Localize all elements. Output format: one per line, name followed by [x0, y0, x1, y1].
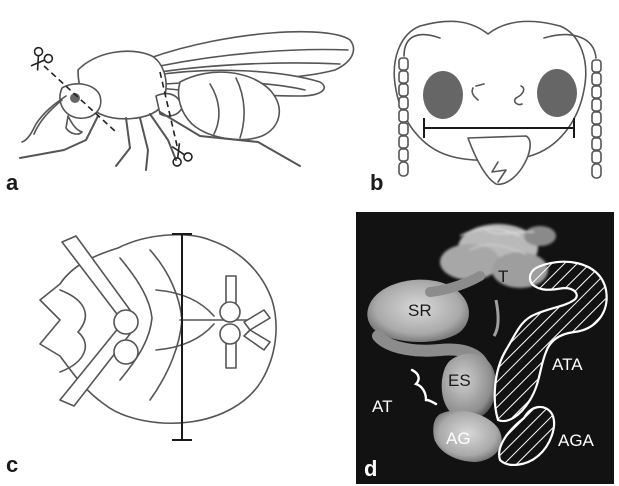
- label-SR: SR: [408, 301, 432, 320]
- right-antenna-segments: [592, 60, 601, 178]
- panel-letter-a: a: [6, 170, 19, 195]
- scissors-icon: [26, 46, 54, 74]
- label-ES: ES: [448, 371, 471, 390]
- label-ATA: ATA: [552, 355, 583, 374]
- panel-b-head-frontal-drawing: [394, 21, 601, 184]
- panel-a-ant-lateral-drawing: [20, 32, 354, 170]
- label-AG: AG: [446, 429, 471, 448]
- label-AT: AT: [372, 397, 392, 416]
- label-AGA: AGA: [558, 431, 595, 450]
- panel-d-micrograph: T SR ES AT AG ATA AGA d: [356, 212, 614, 484]
- panel-letter-c: c: [6, 452, 18, 477]
- label-T: T: [498, 267, 508, 286]
- panel-letter-b: b: [370, 170, 383, 195]
- left-antenna-segments: [399, 58, 408, 176]
- panel-letter-d: d: [364, 456, 377, 481]
- left-eye: [423, 71, 463, 119]
- right-eye: [537, 69, 577, 117]
- panel-c-thorax-ventral-drawing: [40, 234, 276, 440]
